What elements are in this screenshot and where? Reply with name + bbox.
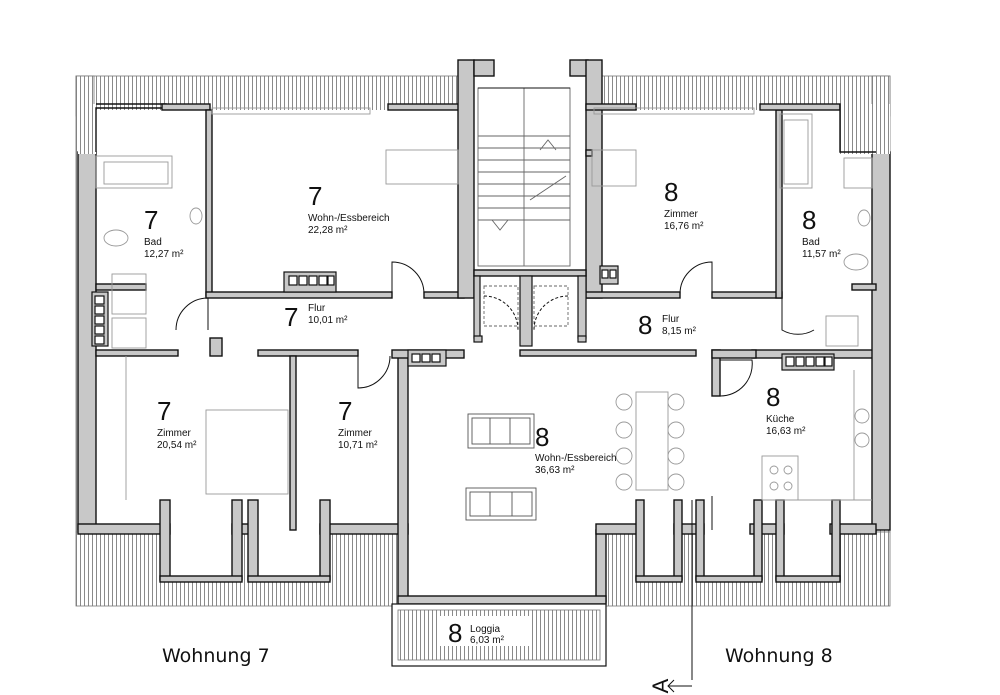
room-number: 8	[448, 618, 462, 648]
room-area: 16,63 m²	[766, 426, 806, 437]
furniture	[95, 107, 873, 521]
room-area: 22,28 m²	[308, 225, 348, 236]
room-name: Zimmer	[664, 209, 699, 220]
room-name: Bad	[802, 237, 820, 248]
room-area: 36,63 m²	[535, 465, 575, 476]
room-number: 7	[338, 396, 352, 426]
room-area: 10,71 m²	[338, 440, 378, 451]
room-number: 8	[664, 177, 678, 207]
room-area: 6,03 m²	[470, 635, 505, 646]
room-name: Flur	[662, 314, 680, 325]
room-name: Loggia	[470, 624, 500, 635]
room-number: 7	[284, 302, 298, 332]
room-number: 8	[802, 205, 816, 235]
room-name: Zimmer	[338, 428, 373, 439]
room-name: Bad	[144, 237, 162, 248]
chimney-blocks	[91, 265, 835, 371]
room-name: Wohn-/Essbereich	[535, 453, 617, 464]
room-area: 12,27 m²	[144, 249, 184, 260]
loggia	[391, 603, 607, 667]
room-name: Wohn-/Essbereich	[308, 213, 390, 224]
section-line	[667, 500, 693, 693]
room-area: 20,54 m²	[157, 440, 197, 451]
unit-label-right: Wohnung 8	[725, 645, 833, 667]
room-name: Küche	[766, 414, 795, 425]
unit-label-left: Wohnung 7	[162, 645, 270, 667]
room-number: 7	[308, 181, 322, 211]
room-number: 7	[144, 205, 158, 235]
room-area: 8,15 m²	[662, 326, 697, 337]
room-name: Flur	[308, 303, 326, 314]
room-labels: 7 Bad 12,27 m² 7 Wohn-/Essbereich 22,28 …	[144, 177, 841, 648]
walls	[77, 59, 891, 605]
stair-bottom-walls	[473, 275, 587, 347]
room-name: Zimmer	[157, 428, 192, 439]
room-area: 11,57 m²	[802, 249, 841, 260]
section-marker: A	[648, 678, 673, 693]
room-number: 8	[638, 310, 652, 340]
interior	[96, 110, 876, 598]
staircase	[477, 87, 571, 327]
room-number: 7	[157, 396, 171, 426]
room-area: 16,76 m²	[664, 221, 704, 232]
doors	[175, 261, 815, 530]
room-number: 8	[766, 382, 780, 412]
room-number: 8	[535, 422, 549, 452]
room-area: 10,01 m²	[308, 315, 348, 326]
